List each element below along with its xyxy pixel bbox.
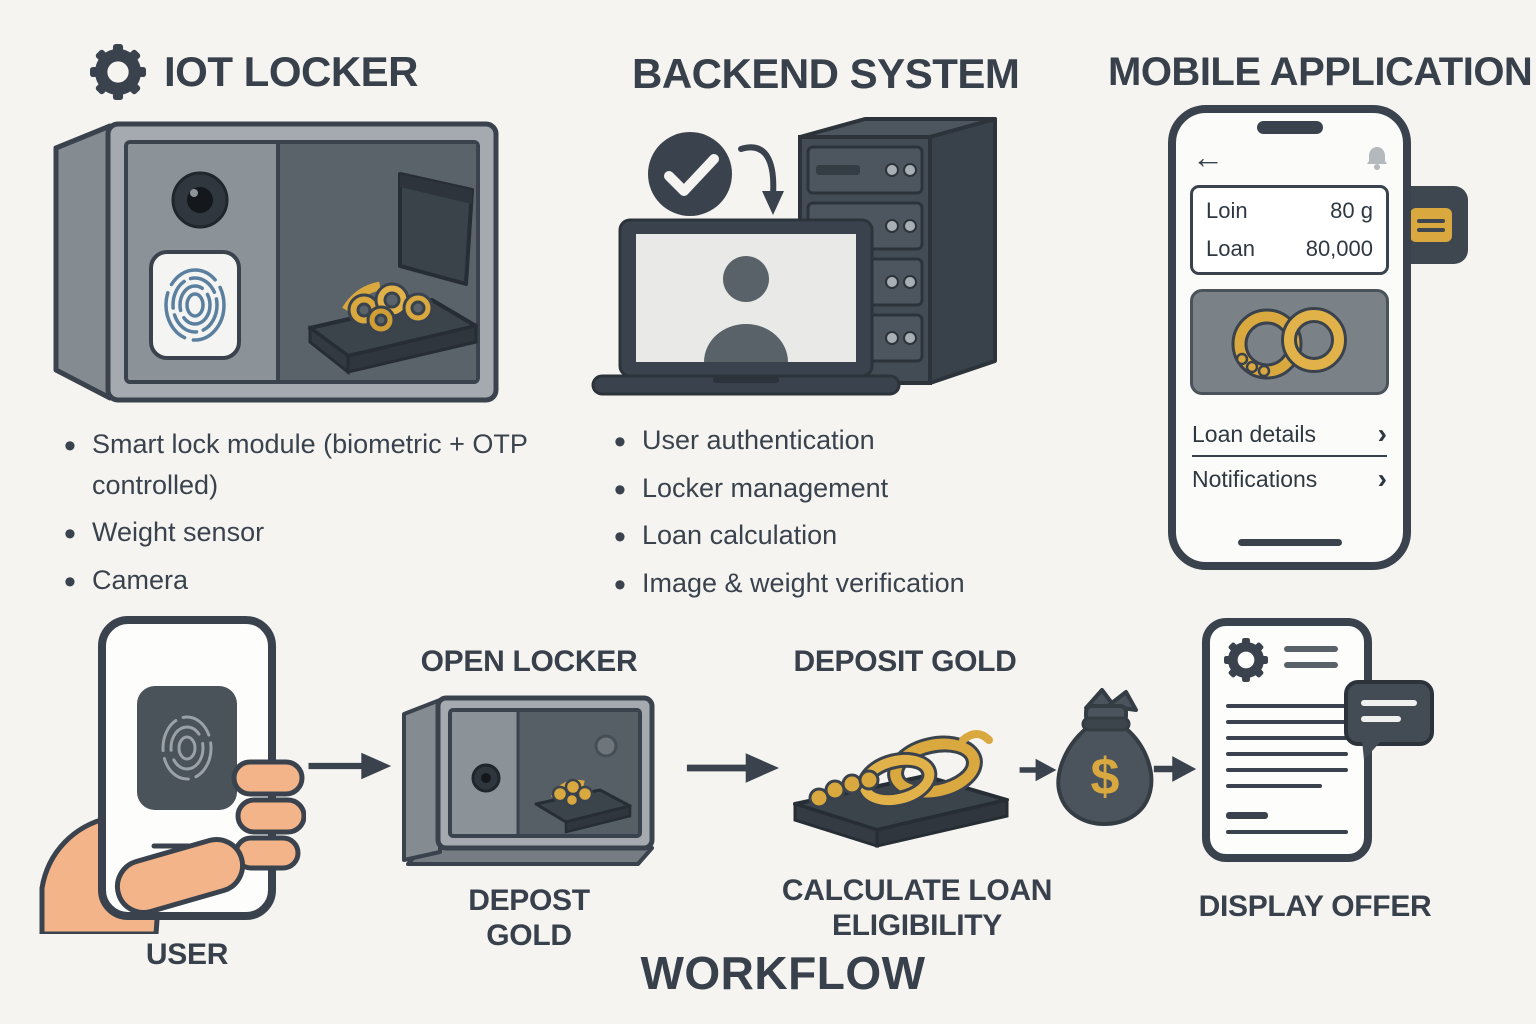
user-hand-illustration — [39, 616, 306, 934]
chevron-right-icon: › — [1377, 463, 1387, 494]
bullet-item: User authentication — [612, 417, 1052, 467]
bell-icon — [1367, 147, 1387, 170]
offer-document-illustration — [1202, 618, 1434, 862]
arrow-icon — [308, 752, 392, 780]
camera-icon — [171, 171, 229, 229]
bullet-item: Image & weight verification — [612, 560, 1052, 610]
gold-tray-icon — [534, 778, 632, 834]
backend-bullets: User authentication Locker management Lo… — [612, 417, 1052, 610]
menu-item-loan-details: Loan details › — [1192, 413, 1387, 457]
curved-arrow-icon — [738, 144, 784, 215]
open-locker-title: OPEN LOCKER — [420, 645, 638, 678]
laptop-icon — [591, 218, 901, 396]
small-locker-illustration — [402, 695, 655, 866]
arrow-icon — [1019, 758, 1057, 782]
locker-illustration — [53, 121, 499, 403]
phone-notch — [1256, 121, 1323, 134]
info-row: Loin 80 g — [1193, 192, 1386, 230]
user-label: USER — [145, 938, 229, 971]
chevron-right-icon: › — [1377, 418, 1387, 449]
gold-jewelry-icon — [808, 730, 993, 809]
bullet-item: Smart lock module (biometric + OTP contr… — [62, 421, 532, 505]
iot-locker-title: IOT LOCKER — [164, 48, 419, 95]
menu-item-notifications: Notifications › — [1192, 457, 1387, 501]
mobile-application-title: MOBILE APPLICATION — [1108, 50, 1533, 94]
gold-image-card — [1190, 289, 1389, 395]
arrow-icon — [1153, 756, 1197, 782]
fingerprint-screen-icon — [137, 686, 237, 810]
fingerprint-icon — [149, 250, 241, 360]
document-lines — [1226, 704, 1348, 834]
deposit-gold-caption: CALCULATE LOAN ELIGIBILITY — [781, 874, 1053, 942]
bullet-item: Loan calculation — [612, 512, 1052, 562]
gear-icon — [90, 44, 146, 100]
loan-info-card: Loin 80 g Loan 80,000 — [1190, 185, 1389, 275]
dollar-icon: $ — [1091, 748, 1120, 806]
menu-label: Loan details — [1192, 420, 1317, 447]
info-value: 80 g — [1330, 198, 1373, 223]
knob-icon — [594, 734, 618, 758]
info-value: 80,000 — [1305, 236, 1373, 261]
camera-icon — [471, 763, 501, 793]
info-row: Loan 80,000 — [1193, 230, 1386, 268]
backend-system-title: BACKEND SYSTEM — [632, 50, 1020, 97]
gold-tray-icon — [308, 281, 478, 376]
money-bag-icon: $ — [1056, 688, 1154, 826]
back-arrow-icon: ← — [1192, 139, 1224, 175]
chat-card-icon — [1410, 208, 1452, 242]
bullet-item: Camera — [62, 557, 532, 607]
gold-rings-icon — [1231, 307, 1347, 380]
backend-illustration — [591, 117, 997, 396]
display-offer-label: DISPLAY OFFER — [1198, 890, 1432, 923]
gold-platform-illustration — [793, 730, 1009, 849]
info-label: Loin — [1206, 198, 1248, 223]
bullet-item: Locker management — [612, 465, 1052, 515]
arrow-icon — [686, 753, 780, 783]
workflow-title: WORKFLOW — [640, 947, 926, 999]
check-icon — [648, 132, 732, 216]
info-label: Loan — [1206, 236, 1255, 261]
phone-menu: Loan details › Notifications › — [1192, 413, 1387, 501]
mobile-phone: ← Loin 80 g Loan 80,000 — [1168, 105, 1411, 570]
iot-locker-header: IOT LOCKER — [90, 44, 419, 100]
home-indicator — [1237, 539, 1342, 546]
user-avatar-icon — [704, 256, 788, 362]
bullet-item: Weight sensor — [62, 509, 532, 559]
chat-bubble-icon — [1344, 680, 1434, 760]
menu-label: Notifications — [1192, 465, 1318, 492]
iot-locker-bullets: Smart lock module (biometric + OTP contr… — [62, 421, 532, 607]
deposit-gold-title: DEPOSIT GOLD — [793, 645, 1017, 678]
open-locker-caption: DEPOST GOLD — [468, 884, 590, 952]
